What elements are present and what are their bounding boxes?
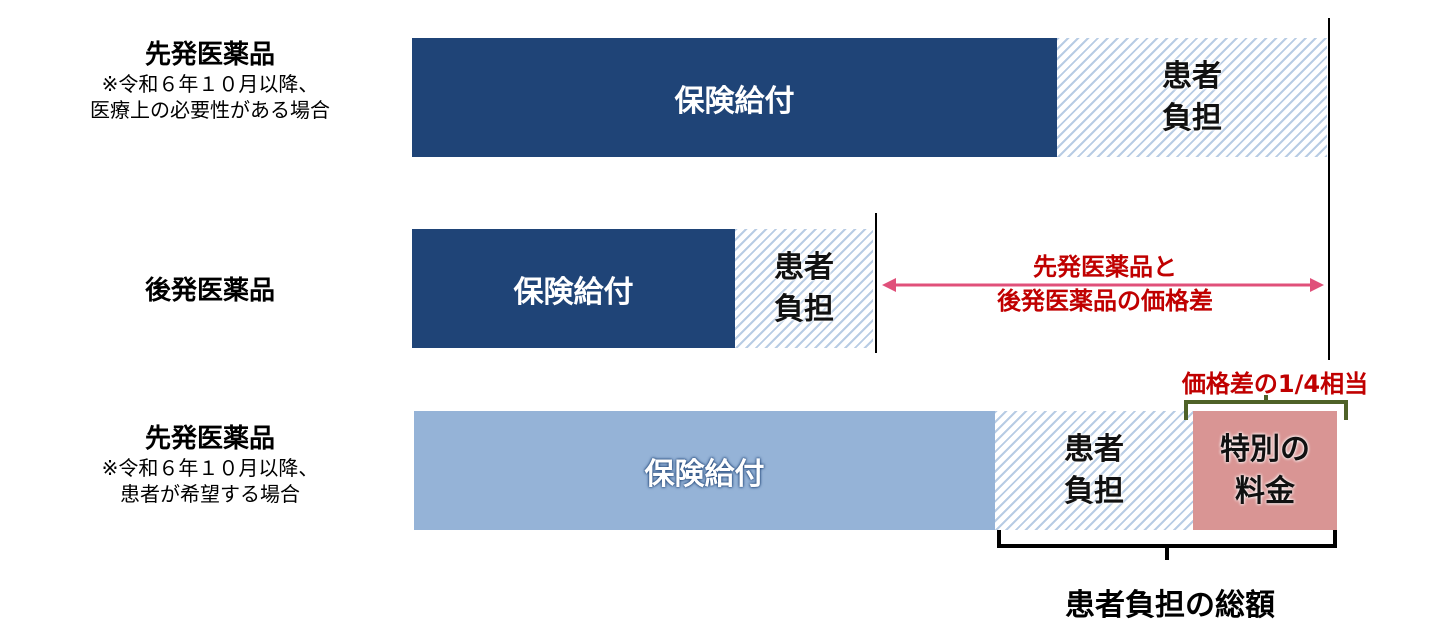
- brand-price-line: [1328, 18, 1330, 360]
- row2-patient-line2: 負担: [774, 291, 834, 327]
- special-fee-bar: 特別の料金: [1193, 411, 1337, 530]
- row1-note2: 医療上の必要性がある場合: [90, 98, 330, 122]
- row1-patient-line2: 負担: [1162, 100, 1222, 136]
- row3-label: 先発医薬品 ※令和６年１０月以降、 患者が希望する場合: [40, 418, 380, 507]
- row3-note2: 患者が希望する場合: [120, 482, 300, 506]
- row2-title: 後発医薬品: [144, 276, 275, 306]
- special-fee-line1: 特別の: [1220, 431, 1310, 467]
- row3-patient-line2: 負担: [1064, 473, 1124, 509]
- total-label: 患者負担の総額: [1065, 588, 1275, 623]
- generic-price-line: [875, 213, 877, 353]
- quarter-bracket: [1184, 395, 1348, 420]
- price-diff-arrow: [882, 278, 1324, 292]
- price-diff-line1: 先発医薬品と: [1033, 253, 1177, 281]
- row3-patient-line1: 患者: [1064, 431, 1124, 467]
- row1-note1: ※令和６年１０月以降、: [101, 72, 319, 96]
- total-bracket: [997, 530, 1337, 560]
- row3-title: 先発医薬品: [144, 424, 275, 454]
- row1-label: 先発医薬品 ※令和６年１０月以降、 医療上の必要性がある場合: [40, 34, 380, 123]
- row2-patient-line1: 患者: [774, 249, 834, 285]
- price-diff-line2: 後発医薬品の価格差: [997, 287, 1213, 315]
- row3-note1: ※令和６年１０月以降、: [101, 456, 319, 480]
- row1-patient-bar: 患者負担: [1057, 38, 1327, 157]
- row1-title: 先発医薬品: [144, 40, 275, 70]
- row2-label: 後発医薬品: [40, 270, 380, 307]
- row2-patient-bar: 患者負担: [735, 229, 873, 348]
- row1-patient-line1: 患者: [1162, 58, 1222, 94]
- row2-insurance-bar: 保険給付: [412, 229, 735, 348]
- quarter-label: 価格差の1/4相当: [1181, 370, 1369, 398]
- row3-insurance-bar: 保険給付: [414, 411, 995, 530]
- row3-patient-bar: 患者負担: [995, 411, 1193, 530]
- row1-insurance-bar: 保険給付: [412, 38, 1057, 157]
- price-diff-label: 先発医薬品と 後発医薬品の価格差: [900, 252, 1310, 318]
- special-fee-line2: 料金: [1235, 473, 1295, 509]
